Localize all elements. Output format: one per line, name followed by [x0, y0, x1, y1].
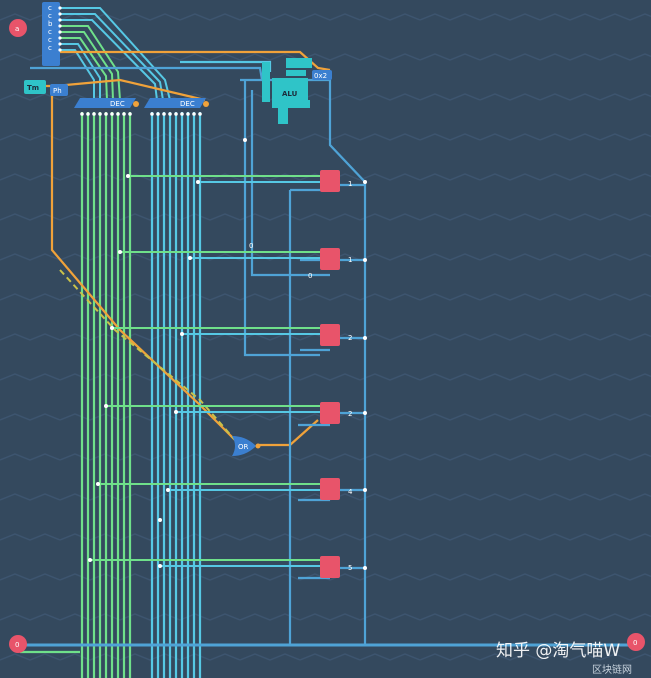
register-label: 5 — [348, 564, 352, 572]
input-pin-label: 0 — [633, 639, 637, 647]
bus-label: c — [48, 36, 52, 44]
input-pin-bottom-left[interactable]: 0 — [9, 635, 27, 653]
input-pin-label: 0 — [15, 641, 19, 649]
orange-dashed-wire — [59, 269, 236, 441]
input-block[interactable] — [42, 2, 62, 66]
register-label: 4 — [348, 488, 353, 496]
blue-control-wires — [20, 60, 630, 654]
svg-text:DEC: DEC — [180, 100, 195, 108]
input-pin-top-left[interactable]: a — [9, 19, 27, 37]
bus-label: c — [48, 4, 52, 12]
register-unit[interactable]: 4 — [320, 478, 353, 500]
mid-label: 0 — [308, 272, 312, 280]
register-label: 1 — [348, 180, 352, 188]
small-box-chip[interactable]: Tm — [24, 80, 46, 94]
bus-label: b — [48, 20, 53, 28]
alu-block[interactable]: ALU — [262, 58, 312, 124]
cyan-bus — [150, 112, 202, 678]
watermark-sub: 区块链网 — [592, 663, 632, 676]
register-feed-lines — [90, 175, 320, 567]
svg-text:0x2: 0x2 — [314, 72, 327, 80]
register-unit[interactable]: 2 — [320, 324, 352, 346]
svg-text:Ph: Ph — [53, 87, 62, 95]
bus-label: c — [48, 44, 52, 52]
register-label: 2 — [348, 410, 352, 418]
top-line-labels: c c b c c c — [48, 4, 53, 52]
register-unit[interactable]: 1 — [320, 248, 352, 270]
svg-text:ALU: ALU — [282, 90, 298, 98]
register-unit[interactable]: 2 — [320, 402, 352, 424]
register-label: 1 — [348, 256, 352, 264]
top-diagonal-wires — [60, 7, 171, 101]
register-unit[interactable]: 1 — [320, 170, 352, 192]
svg-text:DEC: DEC — [110, 100, 125, 108]
decoder-chip-right[interactable]: DEC — [144, 98, 209, 108]
svg-text:OR: OR — [238, 443, 249, 451]
or-gate[interactable]: OR — [232, 436, 261, 456]
watermark-text: 知乎 @淘气喵W — [496, 641, 620, 661]
input-pin-label: a — [15, 25, 19, 33]
green-bus — [80, 112, 132, 678]
decoder-output-dots — [80, 112, 202, 116]
junction-dots — [88, 138, 367, 570]
svg-text:Tm: Tm — [27, 84, 39, 92]
top-right-tag: 0x2 — [312, 70, 332, 80]
mid-label: 0 — [249, 242, 253, 250]
input-pin-bottom-right[interactable]: 0 — [627, 633, 645, 651]
register-label: 2 — [348, 334, 352, 342]
demux-chip[interactable]: Ph — [50, 84, 68, 96]
decoder-chip-left[interactable]: DEC — [74, 98, 139, 108]
watermark: 知乎 @淘气喵W 区块链网 — [496, 641, 632, 676]
bus-label: c — [48, 28, 52, 36]
bus-label: c — [48, 12, 52, 20]
register-unit[interactable]: 5 — [320, 556, 352, 578]
